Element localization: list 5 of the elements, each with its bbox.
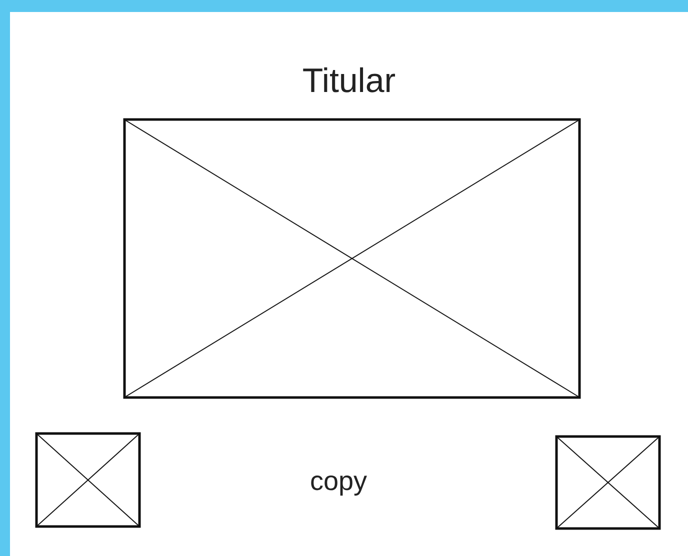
image-placeholder (555, 435, 661, 530)
image-placeholder (123, 118, 581, 399)
image-placeholder (35, 432, 141, 528)
heading: Titular (301, 62, 397, 101)
body-copy-text: copy (310, 466, 368, 497)
